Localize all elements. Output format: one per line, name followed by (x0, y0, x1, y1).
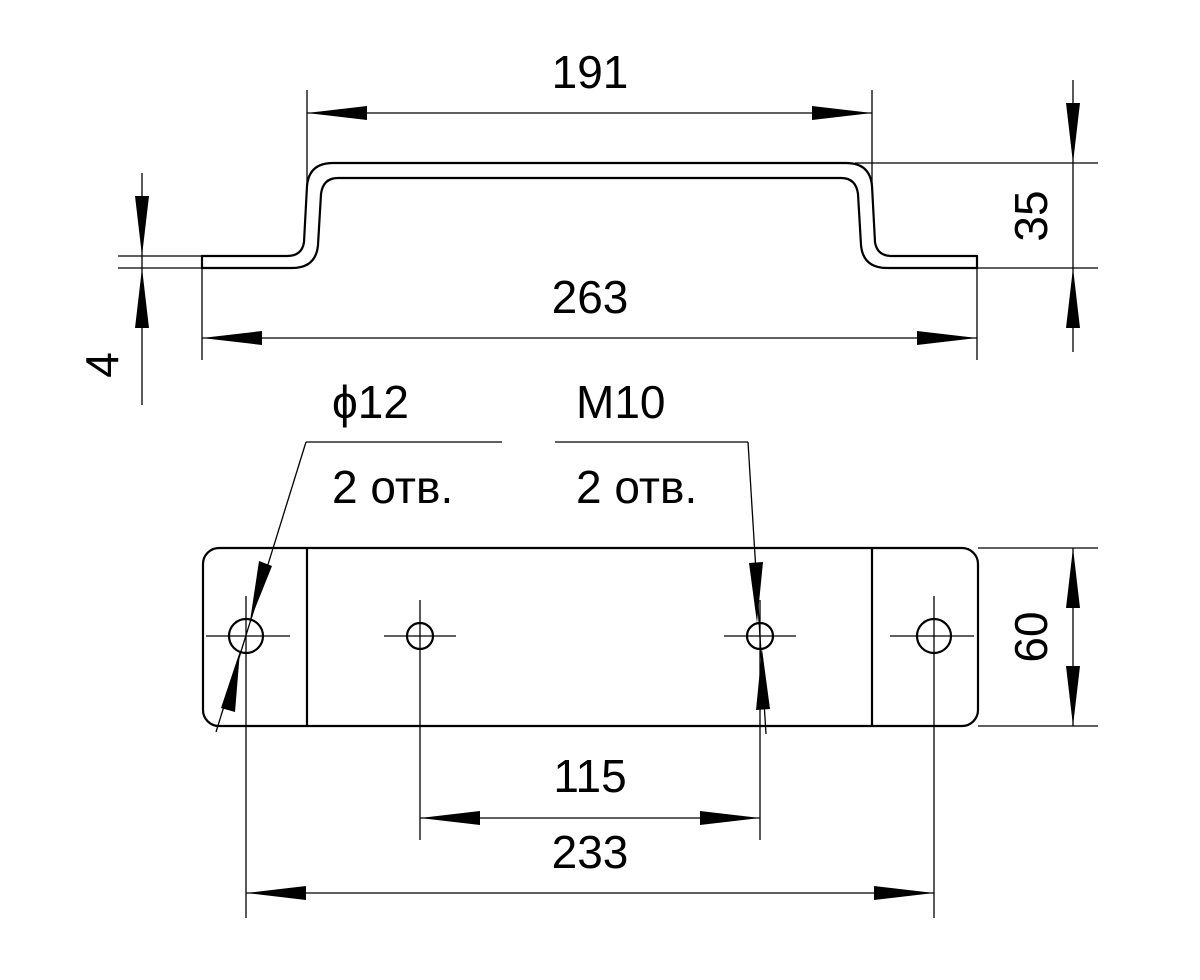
callout-count-label: 2 отв. (332, 461, 453, 513)
dimension-191: 191 (306, 46, 873, 186)
dimension-60: 60 (978, 547, 1098, 727)
dimension-label: 4 (76, 352, 128, 378)
arrowhead (246, 886, 306, 900)
callout-diameter-label: ϕ12 (332, 376, 409, 428)
arrowhead (221, 651, 240, 712)
arrowhead (700, 811, 760, 825)
bracket-profile-outer (200, 161, 979, 258)
dimension-label: 233 (552, 826, 629, 878)
arrowhead (756, 649, 770, 710)
dimension-label: 263 (552, 271, 629, 323)
callout-threaded-holes: M10 2 отв. (555, 376, 770, 735)
dimension-233: 233 (246, 826, 934, 900)
arrowhead (1066, 268, 1080, 328)
arrowhead (1066, 103, 1080, 163)
dimension-35: 35 (855, 80, 1098, 352)
through-hole-right (890, 596, 974, 918)
arrowhead (420, 811, 480, 825)
arrowhead (307, 106, 367, 120)
side-view: 191 263 35 4 (76, 46, 1098, 405)
dimension-4: 4 (76, 173, 202, 405)
dimension-label: 60 (1005, 611, 1057, 662)
callout-thread-label: M10 (576, 376, 665, 428)
arrowhead (135, 268, 149, 328)
dimension-label: 191 (552, 46, 629, 98)
arrowhead (202, 331, 262, 345)
threaded-hole-left (384, 600, 456, 840)
arrowhead (135, 196, 149, 256)
bracket-profile-inner (200, 176, 979, 270)
arrowhead (917, 331, 977, 345)
dimension-label: 35 (1005, 190, 1057, 241)
arrowhead (812, 106, 872, 120)
arrowhead (250, 561, 272, 621)
dimension-label: 115 (553, 750, 626, 802)
arrowhead (1066, 666, 1080, 726)
through-hole-left (206, 596, 290, 918)
arrowhead (1066, 548, 1080, 608)
top-view: ϕ12 2 отв. M10 2 отв. 60 (201, 376, 1098, 918)
callout-count-label: 2 отв. (576, 461, 697, 513)
dimension-263: 263 (201, 262, 978, 360)
arrowhead (749, 562, 763, 623)
callout-through-holes: ϕ12 2 отв. (215, 376, 502, 733)
arrowhead (874, 886, 934, 900)
dimension-115: 115 (420, 750, 760, 825)
bracket-plate-outline (201, 546, 980, 728)
